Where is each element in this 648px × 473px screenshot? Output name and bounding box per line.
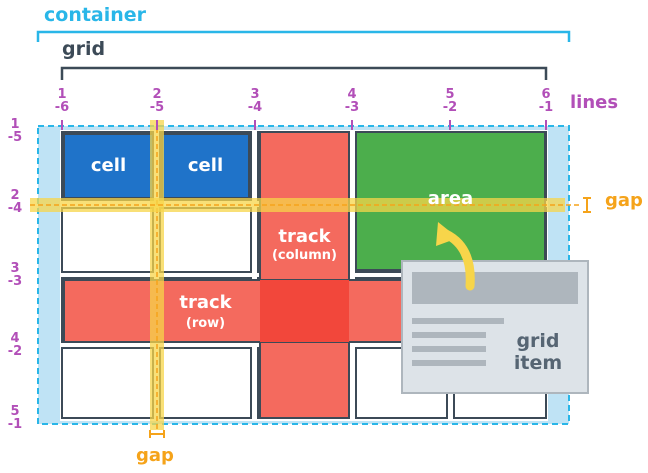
gap-bottom-marker [149, 430, 165, 438]
row-line-number: 3-3 [7, 261, 23, 289]
grid-item-label: grid item [513, 330, 563, 374]
track-column-sublabel: (column) [271, 248, 338, 263]
column-line-number: 3-4 [247, 87, 263, 115]
cell-label: cell [187, 155, 224, 176]
track-row-sublabel: (row) [185, 316, 226, 331]
cell-label: cell [90, 155, 127, 176]
row-line-number: 2-4 [7, 188, 23, 216]
gap-right-marker [583, 197, 591, 213]
gap-label-right: gap [605, 190, 643, 211]
row-line-number: 1-5 [7, 117, 23, 145]
column-line-number: 6-1 [538, 87, 554, 115]
column-line-number: 1-6 [54, 87, 70, 115]
grid-bracket [60, 66, 548, 80]
track-row [63, 279, 449, 343]
container-bracket [36, 30, 571, 42]
grid-item-text-line [412, 332, 486, 338]
grid-cell [159, 207, 252, 273]
container-label: container [44, 4, 147, 26]
gap-label-bottom: gap [136, 445, 174, 466]
track-row-label: track [179, 292, 232, 313]
highlighted-cell [63, 133, 154, 199]
area-label: area [427, 188, 474, 209]
column-line-number: 2-5 [149, 87, 165, 115]
grid-label: grid [62, 38, 106, 60]
column-line-number: 5-2 [442, 87, 458, 115]
track-column [259, 131, 350, 419]
track-column-label: track [278, 226, 331, 247]
grid-cell [61, 207, 154, 273]
column-line-number: 4-3 [344, 87, 360, 115]
grid-item-header-bar [412, 272, 578, 304]
grid-item-text-line [412, 346, 486, 352]
arrow-head [436, 222, 458, 246]
row-line-number: 4-2 [7, 331, 23, 359]
row-line-number: 5-1 [7, 404, 23, 432]
grid-cell [61, 347, 154, 419]
grid-item-text-line [412, 360, 486, 366]
grid-item-text-line [412, 318, 504, 324]
grid-cell [159, 347, 252, 419]
lines-label: lines [570, 92, 619, 113]
track-overlap [260, 280, 349, 342]
